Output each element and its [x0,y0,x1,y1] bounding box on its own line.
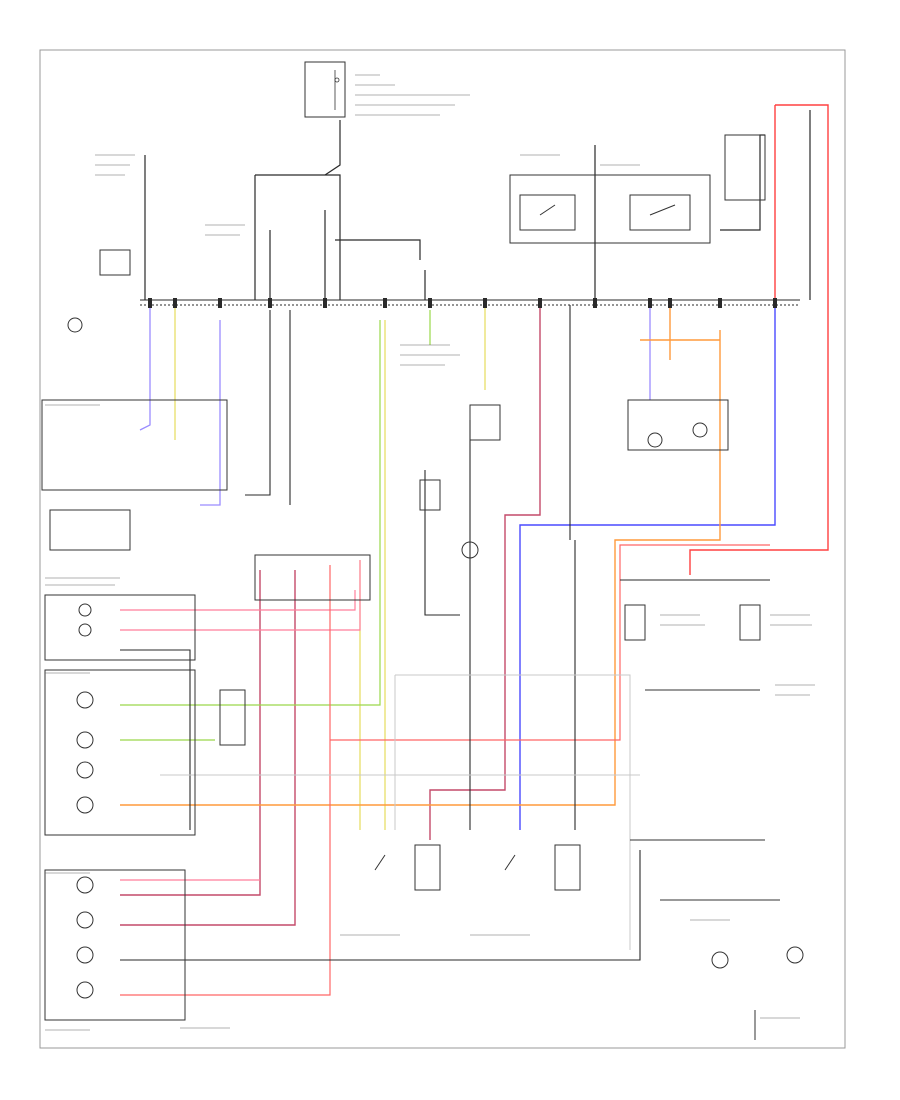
label-marks [45,74,815,1031]
orange-wires [120,305,721,806]
relay-box-upper-right [509,134,766,244]
middle-components [219,404,581,891]
gray-wires-middle [120,305,641,961]
red-wire-right [689,104,829,575]
green-wires [120,310,431,741]
fuse-box-top [304,61,346,118]
left-components [41,249,228,1021]
pink-wires [120,560,361,881]
bus-pins [148,298,777,308]
light-gray-wires [160,674,640,950]
diagram-frame [39,49,846,1049]
red-wire-lower [120,544,770,996]
right-lower-components [620,399,804,1040]
main-connector-bus [140,299,800,306]
purple-wires [139,305,651,506]
dark-red-wires [120,305,541,926]
blue-wires [519,305,776,830]
